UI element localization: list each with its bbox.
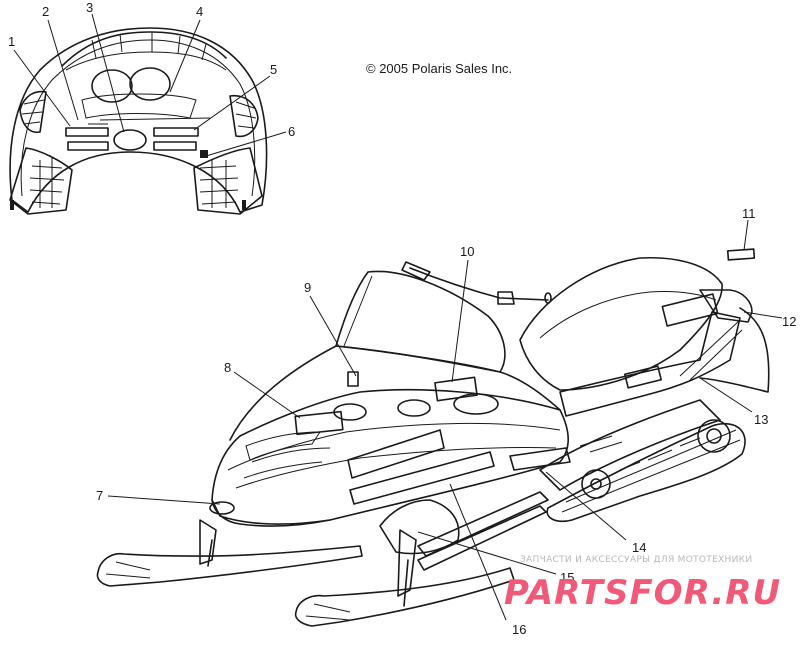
watermark: ЗАПЧАСТИ И АКСЕССУАРЫ ДЛЯ МОТОТЕХНИКИ PA… (504, 555, 781, 613)
callout-13: 13 (754, 412, 768, 427)
callout-9: 9 (304, 280, 311, 295)
callout-leaders (13, 13, 783, 621)
hood-detail-view (9, 27, 268, 215)
callout-8: 8 (224, 360, 231, 375)
watermark-tagline: ЗАПЧАСТИ И АКСЕССУАРЫ ДЛЯ МОТОТЕХНИКИ (520, 555, 752, 565)
callout-14: 14 (632, 540, 646, 555)
callout-5: 5 (270, 62, 277, 77)
callout-15: 15 (560, 570, 574, 585)
callout-11: 11 (742, 206, 756, 221)
callout-16: 16 (512, 622, 526, 637)
callout-labels: 1 2 3 4 5 6 7 8 9 10 11 12 13 14 15 16 (8, 0, 796, 637)
copyright-text: © 2005 Polaris Sales Inc. (366, 61, 512, 76)
callout-7: 7 (96, 488, 103, 503)
callout-12: 12 (782, 314, 796, 329)
snowmobile-main-view (96, 248, 770, 627)
callout-3: 3 (86, 0, 93, 15)
callout-1: 1 (8, 34, 15, 49)
callout-2: 2 (42, 4, 49, 19)
callout-6: 6 (288, 124, 295, 139)
callout-10: 10 (460, 244, 474, 259)
watermark-brand: PARTSFOR.RU (504, 573, 781, 613)
callout-4: 4 (196, 4, 203, 19)
